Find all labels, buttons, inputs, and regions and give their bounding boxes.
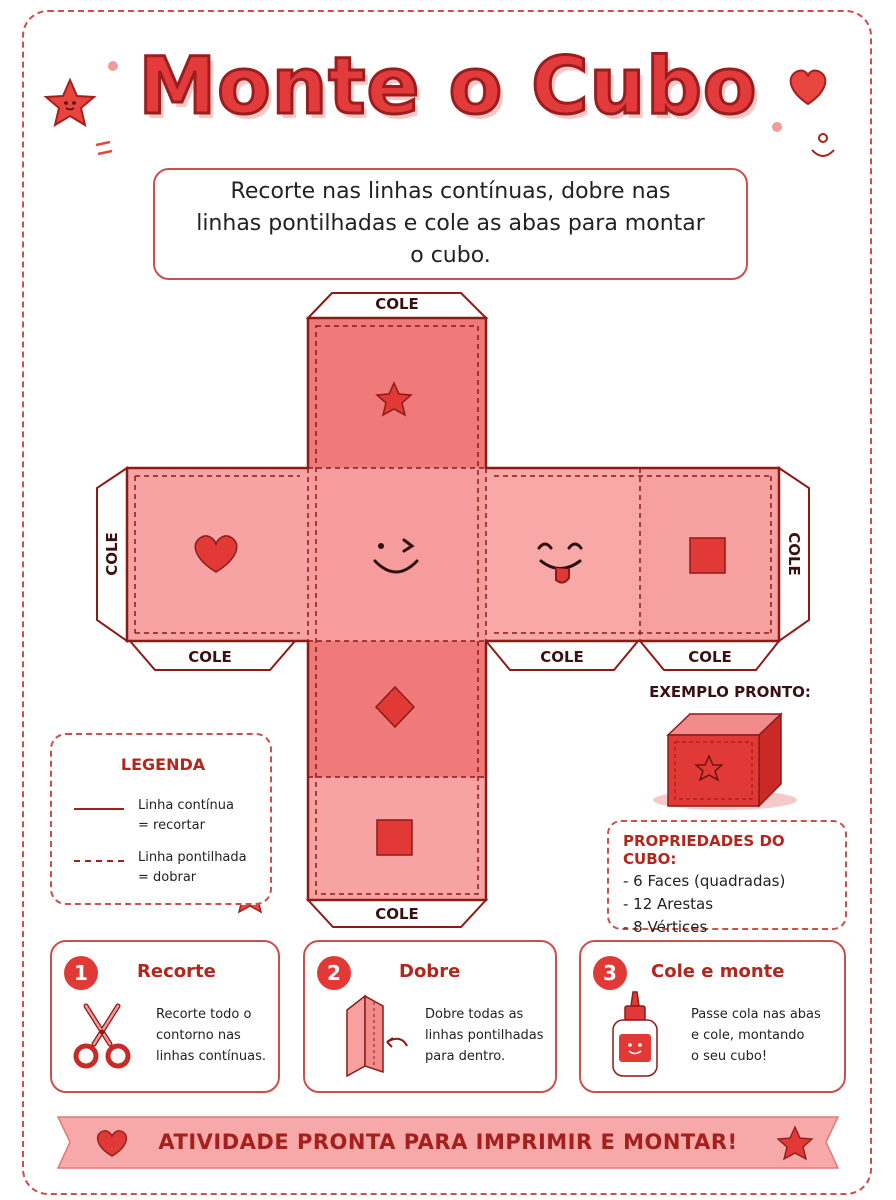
page-title: Monte o Cubo: [137, 41, 758, 134]
property-edges: - 12 Arestas: [623, 895, 714, 913]
tab-label-bottom-mid: COLE: [540, 648, 584, 666]
step-text: Passe cola nas abas e cole, montando o s…: [691, 1004, 821, 1067]
tab-label-bottom-right: COLE: [688, 648, 732, 666]
legend-dashed-label: Linha pontilhada = dobrar: [138, 848, 247, 888]
step-text-line: linhas pontilhadas: [425, 1028, 544, 1043]
step-text-line: e cole, montando: [691, 1028, 805, 1043]
step-text: Dobre todas as linhas pontilhadas para d…: [425, 1004, 544, 1067]
page-border: [22, 10, 872, 1195]
step-card-cut: 1 Recorte Recorte todo o contorno nas li…: [50, 940, 280, 1093]
step-text-line: contorno nas: [156, 1028, 241, 1043]
legend-solid-label-2: = recortar: [138, 818, 205, 833]
step-text: Recorte todo o contorno nas linhas contí…: [156, 1004, 266, 1067]
solid-line-sample: [74, 808, 124, 810]
tab-label-bottom-left: COLE: [188, 648, 232, 666]
folded-paper-icon: [346, 994, 408, 1078]
legend-solid-label: Linha contínua = recortar: [138, 796, 234, 836]
legend-dashed-label-2: = dobrar: [138, 870, 197, 885]
legend-dashed-label-1: Linha pontilhada: [138, 850, 247, 865]
step-card-glue: 3 Cole e monte Passe cola nas abas e col…: [579, 940, 846, 1093]
legend-solid-label-1: Linha contínua: [138, 798, 234, 813]
tab-label-right: COLE: [785, 532, 803, 576]
scissors-icon: [73, 1003, 131, 1069]
step-number: 1: [64, 956, 98, 990]
glue-bottle-icon: [612, 991, 658, 1077]
step-number: 3: [593, 956, 627, 990]
step-text-line: o seu cubo!: [691, 1049, 768, 1064]
banner-text: ATIVIDADE PRONTA PARA IMPRIMIR E MONTAR!: [158, 1130, 738, 1154]
legend-title: LEGENDA: [120, 755, 206, 774]
instructions-box: Recorte nas linhas contínuas, dobre nas …: [153, 168, 748, 280]
properties-title: PROPRIEDADES DO CUBO:: [623, 832, 785, 868]
dashed-line-sample: [74, 860, 124, 862]
example-title: EXEMPLO PRONTO:: [649, 683, 811, 701]
tab-label-bottom: COLE: [375, 905, 419, 923]
property-vertices: - 8 Vértices: [623, 918, 708, 936]
legend-box: LEGENDA Linha contínua = recortar Linha …: [50, 733, 272, 905]
step-text-line: Passe cola nas abas: [691, 1007, 821, 1022]
step-text-line: Recorte todo o: [156, 1007, 252, 1022]
tab-label-left: COLE: [103, 532, 121, 576]
tab-label-top: COLE: [375, 295, 419, 313]
step-text-line: linhas contínuas.: [156, 1049, 266, 1064]
step-text-line: Dobre todas as: [425, 1007, 524, 1022]
step-card-fold: 2 Dobre Dobre todas as linhas pontilhada…: [303, 940, 557, 1093]
step-number: 2: [317, 956, 351, 990]
property-faces: - 6 Faces (quadradas): [623, 872, 786, 890]
properties-box: PROPRIEDADES DO CUBO: - 6 Faces (quadrad…: [607, 820, 847, 936]
step-title: Dobre: [399, 961, 461, 982]
step-text-line: para dentro.: [425, 1049, 506, 1064]
step-title: Recorte: [137, 961, 216, 982]
step-title: Cole e monte: [651, 961, 785, 982]
